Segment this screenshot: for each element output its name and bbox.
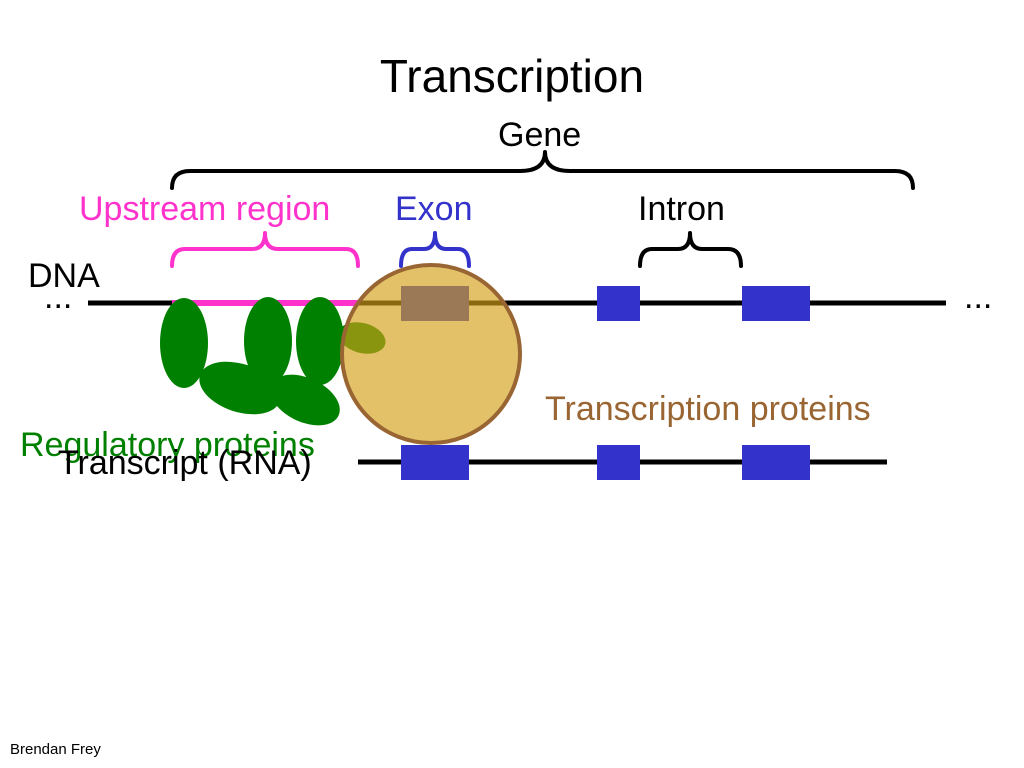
rna-exon-1 xyxy=(401,445,469,480)
intron-label: Intron xyxy=(638,190,725,228)
regulatory-protein-3 xyxy=(244,297,292,385)
rna-exon-3 xyxy=(742,445,810,480)
dna-exon-3 xyxy=(742,286,810,321)
intron-brace xyxy=(638,231,743,268)
slide-title: Transcription xyxy=(379,50,645,102)
dna-ellipsis-left: ... xyxy=(44,278,73,316)
regulatory-proteins-label: Regulatory proteins xyxy=(20,426,315,464)
exon-brace xyxy=(399,231,471,268)
regulatory-protein-4 xyxy=(270,374,340,426)
gene-label: Gene xyxy=(498,116,582,154)
dna-label: DNA xyxy=(28,257,100,295)
author-credit: Brendan Frey xyxy=(10,741,101,758)
regulatory-protein-1 xyxy=(160,298,208,388)
dna-ellipsis-right: ... xyxy=(964,278,993,316)
transcription-proteins-label: Transcription proteins xyxy=(545,390,871,428)
exon-label: Exon xyxy=(395,190,473,228)
regulatory-proteins xyxy=(160,297,386,426)
dna-exon-2 xyxy=(597,286,640,321)
rna-exon-2 xyxy=(597,445,640,480)
transcription-protein xyxy=(340,263,522,445)
gene-brace xyxy=(170,150,915,190)
upstream-brace xyxy=(170,231,360,268)
regulatory-protein-5 xyxy=(296,297,344,385)
upstream-region-label: Upstream region xyxy=(79,190,331,228)
transcript-label: Transcript (RNA) xyxy=(58,444,312,482)
